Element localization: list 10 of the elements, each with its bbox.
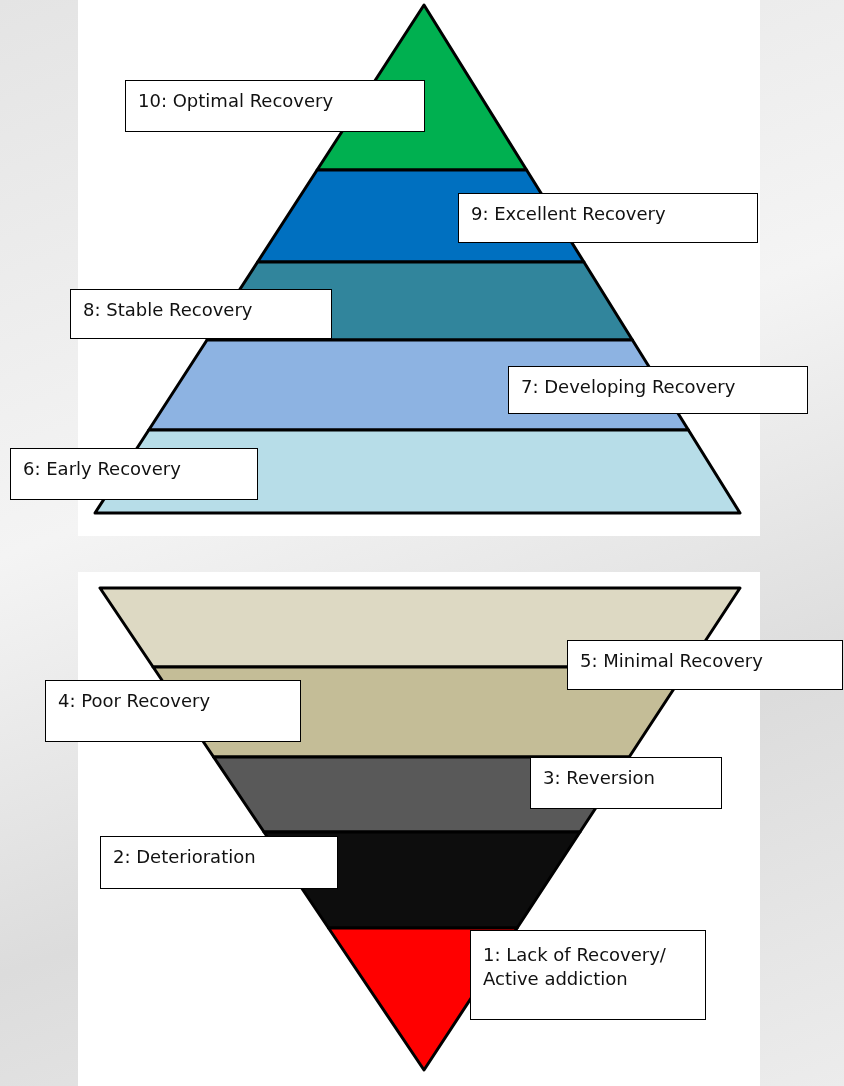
level-label: 6: Early Recovery	[10, 448, 258, 500]
level-label: 9: Excellent Recovery	[458, 193, 758, 243]
level-label: 2: Deterioration	[100, 836, 338, 889]
level-label: 4: Poor Recovery	[45, 680, 301, 742]
level-label: 8: Stable Recovery	[70, 289, 332, 339]
level-label: 1: Lack of Recovery/ Active addiction	[470, 930, 706, 1020]
level-label: 3: Reversion	[530, 757, 722, 809]
level-label: 10: Optimal Recovery	[125, 80, 425, 132]
level-label: 5: Minimal Recovery	[567, 640, 843, 690]
level-label: 7: Developing Recovery	[508, 366, 808, 414]
